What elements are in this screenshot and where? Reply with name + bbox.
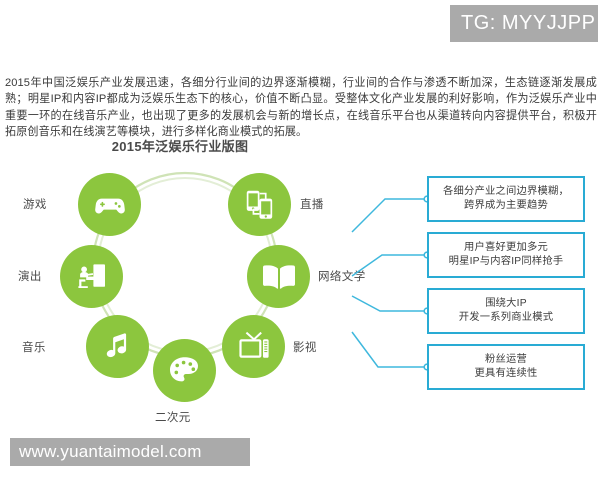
open-book-icon [262, 264, 295, 289]
ring-node-music[interactable] [86, 315, 149, 378]
callout-4-line-1: 粉丝运营 [485, 353, 527, 365]
ring-node-film[interactable] [222, 315, 285, 378]
ring-node-anime[interactable] [153, 339, 216, 402]
television-icon [238, 331, 269, 358]
gamepad-icon [94, 198, 125, 213]
intro-paragraph: 2015年中国泛娱乐产业发展迅速，各细分行业间的边界逐渐模糊，行业间的合作与渗透… [5, 77, 597, 138]
callout-2-line-1: 用户喜好更加多元 [464, 241, 548, 253]
watermark-bar: www.yuantaimodel.com [10, 438, 250, 466]
tg-banner: TG: MYYJJPP [450, 5, 598, 42]
ring-label-show: 演出 [18, 271, 42, 283]
diagram-title: 2015年泛娱乐行业版图 [111, 139, 249, 154]
ring-node-show[interactable] [60, 245, 123, 308]
callout-box-4[interactable]: 粉丝运营 更具有连续性 [427, 344, 585, 390]
ring-node-live[interactable] [228, 173, 291, 236]
ring-label-literature: 网络文学 [318, 271, 366, 283]
tg-banner-text: TG: MYYJJPP [461, 12, 596, 34]
palette-icon [169, 356, 198, 381]
callout-box-3[interactable]: 围绕大IP 开发一系列商业模式 [427, 288, 585, 334]
callout-4-line-2: 更具有连续性 [474, 368, 538, 379]
ring-node-literature[interactable] [247, 245, 310, 308]
ring-label-music: 音乐 [22, 342, 46, 354]
callout-1-line-1: 各细分产业之间边界模糊， [443, 185, 569, 197]
watermark-text: www.yuantaimodel.com [19, 442, 202, 461]
ring-label-anime: 二次元 [155, 412, 191, 424]
music-note-icon [106, 332, 126, 357]
callout-3-line-1: 围绕大IP [485, 297, 527, 309]
ring-diagram: 游戏 直播 网络文学 [0, 155, 370, 424]
ring-label-live: 直播 [300, 199, 324, 211]
callout-2-line-2: 明星IP与内容IP同样抢手 [448, 256, 564, 267]
callout-box-1[interactable]: 各细分产业之间边界模糊， 跨界成为主要趋势 [427, 176, 585, 222]
callout-box-2[interactable]: 用户喜好更加多元 明星IP与内容IP同样抢手 [427, 232, 585, 278]
callout-3-line-2: 开发一系列商业模式 [458, 312, 554, 323]
two-phones-icon [246, 190, 272, 219]
piano-player-icon [77, 263, 105, 288]
ring-label-game: 游戏 [23, 199, 47, 211]
callout-1-line-2: 跨界成为主要趋势 [464, 200, 548, 211]
ring-label-film: 影视 [293, 342, 317, 354]
ring-node-game[interactable] [78, 173, 141, 236]
